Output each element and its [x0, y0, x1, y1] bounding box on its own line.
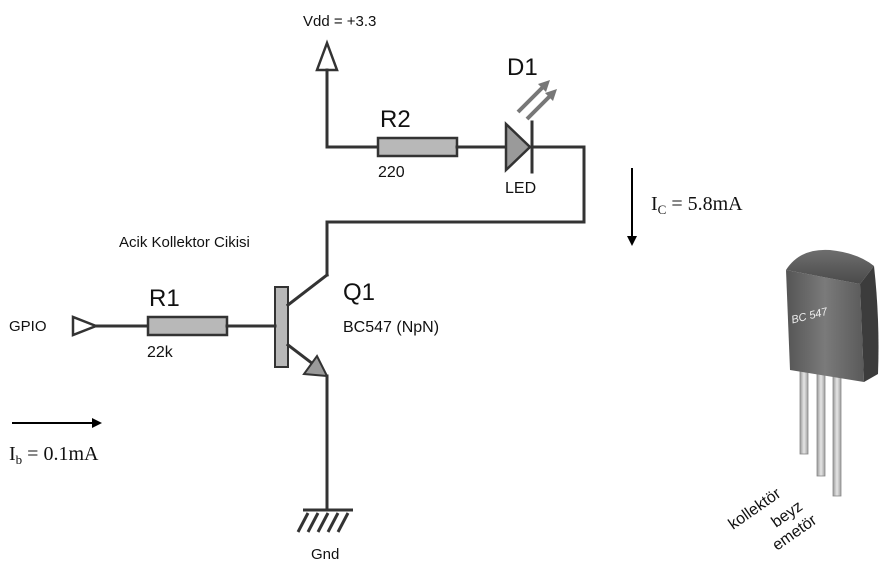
- q1-name: Q1: [343, 279, 375, 306]
- ic-label: IC = 5.8mA: [651, 193, 743, 217]
- ic-symbol: I: [651, 193, 658, 215]
- r1-name: R1: [149, 285, 180, 312]
- light-ray-head-2-icon: [545, 89, 557, 101]
- q1-emitter-arrow-icon: [302, 354, 329, 378]
- base-current: Ib = 0.1mA: [9, 418, 102, 467]
- vdd-label: Vdd = +3.3: [303, 13, 376, 30]
- gpio-input: GPIO: [9, 315, 100, 337]
- q1-base-bar: [274, 286, 289, 368]
- vdd-supply: Vdd = +3.3: [303, 13, 376, 72]
- gpio-label: GPIO: [9, 318, 47, 335]
- open-collector-label: Acik Kollektor Cikisi: [119, 234, 250, 251]
- r1-value: 22k: [147, 344, 174, 361]
- package-body: [786, 270, 864, 382]
- q1-collector-lead: [285, 272, 330, 308]
- ib-value: = 0.1mA: [22, 443, 99, 465]
- light-ray-head-1-icon: [538, 80, 550, 92]
- vdd-arrow-icon: [315, 39, 339, 72]
- q1-emitter-lead: [285, 342, 316, 367]
- wire-d1-collector: [325, 145, 586, 277]
- ic-subscript: C: [658, 202, 667, 217]
- light-ray-2-icon: [525, 91, 555, 121]
- ic-value: = 5.8mA: [666, 193, 743, 215]
- pin-kollektor: [799, 367, 809, 455]
- d1-name: D1: [507, 54, 538, 81]
- resistor-r2: R2 220: [376, 106, 459, 181]
- light-ray-1-icon: [516, 82, 548, 114]
- package-top: [786, 249, 874, 284]
- led-triangle-icon: [504, 121, 532, 173]
- ground-hatch-icon: [296, 512, 350, 533]
- bc547-package: BC 547 kollektör beyz emetör: [726, 249, 879, 554]
- r2-value: 220: [378, 164, 405, 181]
- wire-vdd: [325, 68, 380, 149]
- ib-symbol: I: [9, 443, 16, 465]
- ground-label: Gnd: [311, 546, 339, 563]
- ground: Gnd: [296, 508, 353, 563]
- pin-beyz: [816, 371, 826, 477]
- q1-part: BC547 (NpN): [343, 319, 439, 336]
- d1-type: LED: [505, 180, 536, 197]
- collector-current: IC = 5.8mA: [627, 168, 743, 246]
- r2-body: [376, 136, 459, 158]
- r1-body: [146, 315, 229, 337]
- r2-name: R2: [380, 106, 411, 133]
- resistor-r1: R1 22k: [146, 285, 229, 361]
- gpio-port-icon: [71, 315, 100, 337]
- package-side: [860, 266, 879, 382]
- led-d1: D1 LED: [504, 54, 557, 197]
- transistor-q1: Q1 BC547 (NpN): [274, 272, 439, 378]
- ib-label: Ib = 0.1mA: [9, 443, 99, 467]
- pin-emetor: [832, 375, 842, 497]
- ib-subscript: b: [16, 452, 23, 467]
